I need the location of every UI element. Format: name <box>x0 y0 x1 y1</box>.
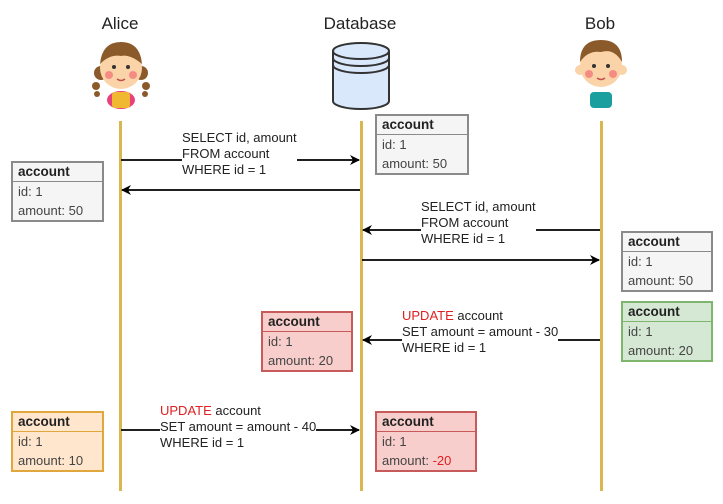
card-amount: amount: 50 <box>382 156 448 171</box>
card-amount: amount: 20 <box>628 343 694 358</box>
message-line: SET amount = amount - 40 <box>160 419 317 434</box>
database-lifeline <box>360 121 363 491</box>
card-title: account <box>13 163 102 182</box>
card-amount: amount: 50 <box>628 273 694 288</box>
message-line: UPDATE account <box>160 403 316 419</box>
update-keyword: UPDATE <box>160 403 212 418</box>
message-text: account <box>211 403 261 418</box>
update-keyword: UPDATE <box>402 308 454 323</box>
card-title: account <box>623 303 711 322</box>
db-final-record-card: account id: 1 amount: -20 <box>375 411 477 472</box>
card-amount: amount: -20 <box>377 451 475 470</box>
alice-local-record-card: account id: 1 amount: 10 <box>11 411 104 472</box>
card-title: account <box>13 413 102 432</box>
card-id: id: 1 <box>18 184 43 199</box>
bob-update-message: UPDATE account SET amount = amount - 30 … <box>402 308 559 356</box>
card-amount: amount: 10 <box>18 453 84 468</box>
actor-bob-label: Bob <box>584 14 616 33</box>
card-id: id: 1 <box>268 334 293 349</box>
message-line: FROM account <box>182 146 270 161</box>
card-id: id: 1 <box>382 434 407 449</box>
actor-icons <box>92 40 627 110</box>
card-id: id: 1 <box>18 434 43 449</box>
db-after-bob-record-card: account id: 1 amount: 20 <box>261 311 353 372</box>
alice-lifeline <box>119 121 122 491</box>
actor-database-label: Database <box>323 14 397 33</box>
card-amount: amount: 50 <box>18 203 84 218</box>
message-line: WHERE id = 1 <box>160 435 245 450</box>
message-text: account <box>453 308 503 323</box>
card-amount-label: amount: <box>382 453 433 468</box>
message-line: SELECT id, amount <box>182 130 297 145</box>
message-line: WHERE id = 1 <box>402 340 487 355</box>
message-line: UPDATE account <box>402 308 558 324</box>
card-title: account <box>377 413 475 432</box>
db-initial-record-card: account id: 1 amount: 50 <box>375 114 469 175</box>
card-title: account <box>623 233 711 252</box>
database-cylinder-icon <box>332 42 390 110</box>
negative-amount-value: -20 <box>432 453 452 468</box>
message-line: FROM account <box>421 215 509 230</box>
message-line: WHERE id = 1 <box>421 231 506 246</box>
bob-avatar-icon <box>575 40 627 108</box>
card-title: account <box>377 116 467 135</box>
message-line: WHERE id = 1 <box>182 162 267 177</box>
card-id: id: 1 <box>382 137 407 152</box>
card-id: id: 1 <box>628 324 653 339</box>
actor-alice-label: Alice <box>101 14 139 33</box>
card-amount: amount: 20 <box>268 353 334 368</box>
alice-read-record-card: account id: 1 amount: 50 <box>11 161 104 222</box>
alice-update-message: UPDATE account SET amount = amount - 40 … <box>160 403 317 451</box>
card-id: id: 1 <box>628 254 653 269</box>
alice-select-message: SELECT id, amount FROM account WHERE id … <box>182 130 297 178</box>
message-line: SET amount = amount - 30 <box>402 324 559 339</box>
card-title: account <box>263 313 351 332</box>
bob-local-record-card: account id: 1 amount: 20 <box>621 301 713 362</box>
alice-avatar-icon <box>92 42 150 109</box>
bob-lifeline <box>600 121 603 491</box>
bob-read-record-card: account id: 1 amount: 50 <box>621 231 713 292</box>
bob-select-message: SELECT id, amount FROM account WHERE id … <box>421 199 536 247</box>
message-line: SELECT id, amount <box>421 199 536 214</box>
